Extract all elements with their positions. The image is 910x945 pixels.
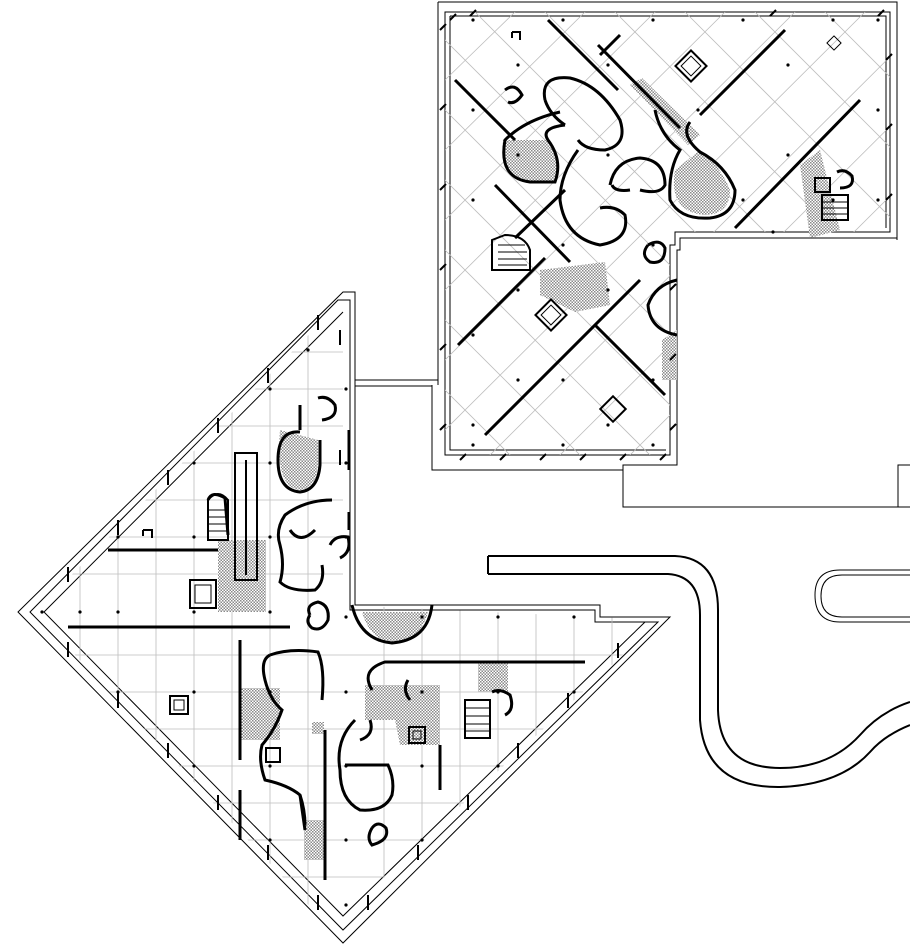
tower1-columns [471, 18, 880, 447]
upper-right-tower-floor [431, 1, 910, 508]
rounded-rect-outline [814, 464, 910, 623]
lower-left-tower-floor [17, 291, 672, 944]
tower1-curved-walls [502, 76, 854, 337]
tower2-straight-walls [68, 405, 442, 880]
tower2-grid [35, 300, 660, 928]
tower2-cores [142, 529, 217, 715]
tower2-columns [40, 348, 576, 907]
tower1-stairs [491, 177, 849, 271]
tower2-hatch [218, 430, 508, 860]
tower1-straight-walls [453, 18, 862, 437]
tower2-stairs [207, 452, 491, 763]
connecting-bridge [355, 379, 438, 387]
curved-canopy-walkway [487, 555, 910, 789]
tower2-mullions [67, 315, 619, 910]
tower1-mullions [439, 9, 893, 461]
tower2-curved-walls [206, 395, 585, 847]
tower1-cores [511, 31, 842, 424]
